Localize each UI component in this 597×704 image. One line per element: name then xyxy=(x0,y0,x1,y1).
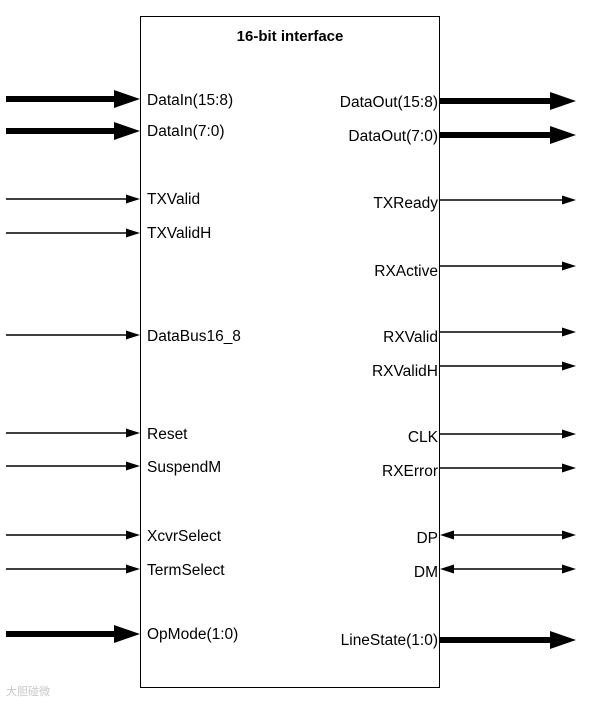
output-arrowhead-1 xyxy=(550,126,576,144)
watermark-text: 大胆碰微 xyxy=(6,686,50,698)
input-label-datain-15-8: DataIn(15:8) xyxy=(147,92,234,109)
output-arrowhead-7 xyxy=(562,463,576,473)
interface-block xyxy=(140,16,440,688)
output-arrowhead-9 xyxy=(562,564,576,574)
input-arrowhead-8 xyxy=(126,564,140,574)
input-label-databus16-8: DataBus16_8 xyxy=(147,328,241,345)
output-arrowhead-back-9 xyxy=(440,564,454,574)
input-arrowhead-9 xyxy=(114,625,140,643)
input-label-suspendm: SuspendM xyxy=(147,459,222,476)
output-label-dataout-7-0: DataOut(7:0) xyxy=(348,128,438,145)
input-label-txvalid: TXValid xyxy=(147,191,201,208)
output-label-rxerror: RXError xyxy=(382,463,438,480)
input-label-termselect: TermSelect xyxy=(147,562,225,579)
output-arrowhead-0 xyxy=(550,92,576,110)
input-label-reset: Reset xyxy=(147,426,188,443)
output-arrowhead-3 xyxy=(562,261,576,271)
output-label-dm: DM xyxy=(413,564,438,581)
input-arrowhead-5 xyxy=(126,428,140,438)
output-arrowhead-4 xyxy=(562,327,576,337)
output-arrowhead-10 xyxy=(550,631,576,649)
output-label-txready: TXReady xyxy=(373,195,438,212)
input-arrowhead-4 xyxy=(126,330,140,340)
input-arrowhead-2 xyxy=(126,194,140,204)
output-arrowhead-6 xyxy=(562,429,576,439)
block-title: 16-bit interface xyxy=(236,28,344,45)
output-label-clk: CLK xyxy=(407,429,438,446)
input-arrowhead-6 xyxy=(126,461,140,471)
output-label-dataout-15-8: DataOut(15:8) xyxy=(339,94,438,111)
input-arrowhead-7 xyxy=(126,530,140,540)
input-arrowhead-3 xyxy=(126,228,140,238)
output-label-linestate: LineState(1:0) xyxy=(340,632,438,649)
output-arrowhead-8 xyxy=(562,530,576,540)
output-label-rxvalid: RXValid xyxy=(383,329,438,346)
input-label-xcvrselect: XcvrSelect xyxy=(147,528,222,545)
output-label-rxactive: RXActive xyxy=(374,263,438,280)
output-arrowhead-2 xyxy=(562,195,576,205)
output-arrowhead-5 xyxy=(562,361,576,371)
input-arrowhead-1 xyxy=(114,122,140,140)
input-label-opmode: OpMode(1:0) xyxy=(147,626,239,643)
output-label-rxvalidh: RXValidH xyxy=(371,363,438,380)
input-label-datain-7-0: DataIn(7:0) xyxy=(147,123,225,140)
input-label-txvalidh: TXValidH xyxy=(147,225,212,242)
input-arrowhead-0 xyxy=(114,90,140,108)
output-arrowhead-back-8 xyxy=(440,530,454,540)
output-label-dp: DP xyxy=(416,530,438,547)
